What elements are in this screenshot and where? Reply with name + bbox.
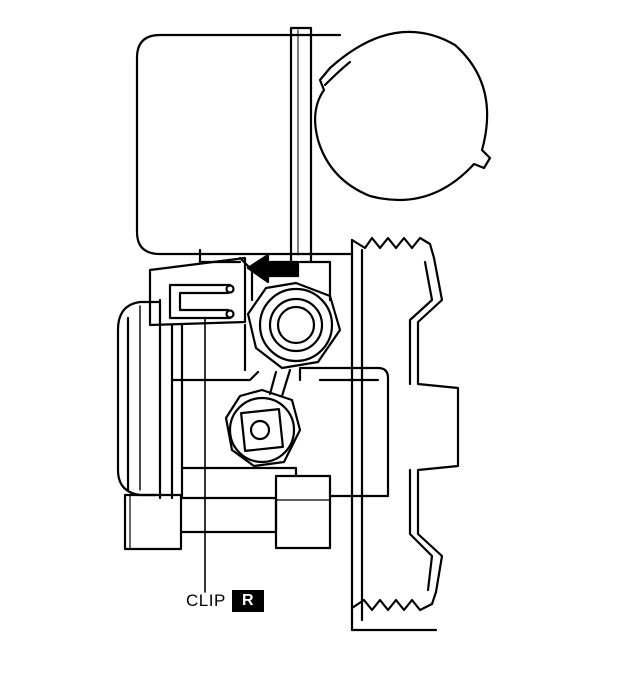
reservoir-cap: [313, 30, 492, 202]
clip-leader-line: [200, 317, 210, 593]
vertical-pipe: [289, 26, 313, 264]
clip-callout: CLIP R: [186, 590, 264, 612]
reservoir-tank: [135, 33, 352, 264]
clip-bracket[interactable]: [148, 256, 254, 327]
upper-hex-nut: [246, 281, 342, 370]
pulley: [350, 236, 460, 632]
lower-hex-bolt: [224, 368, 302, 468]
mounting-blocks: [123, 474, 332, 551]
clip-label: CLIP: [186, 591, 226, 610]
pump-body: [116, 260, 390, 500]
arrow-left-icon: [246, 253, 300, 284]
clip-code-badge: R: [231, 590, 264, 612]
